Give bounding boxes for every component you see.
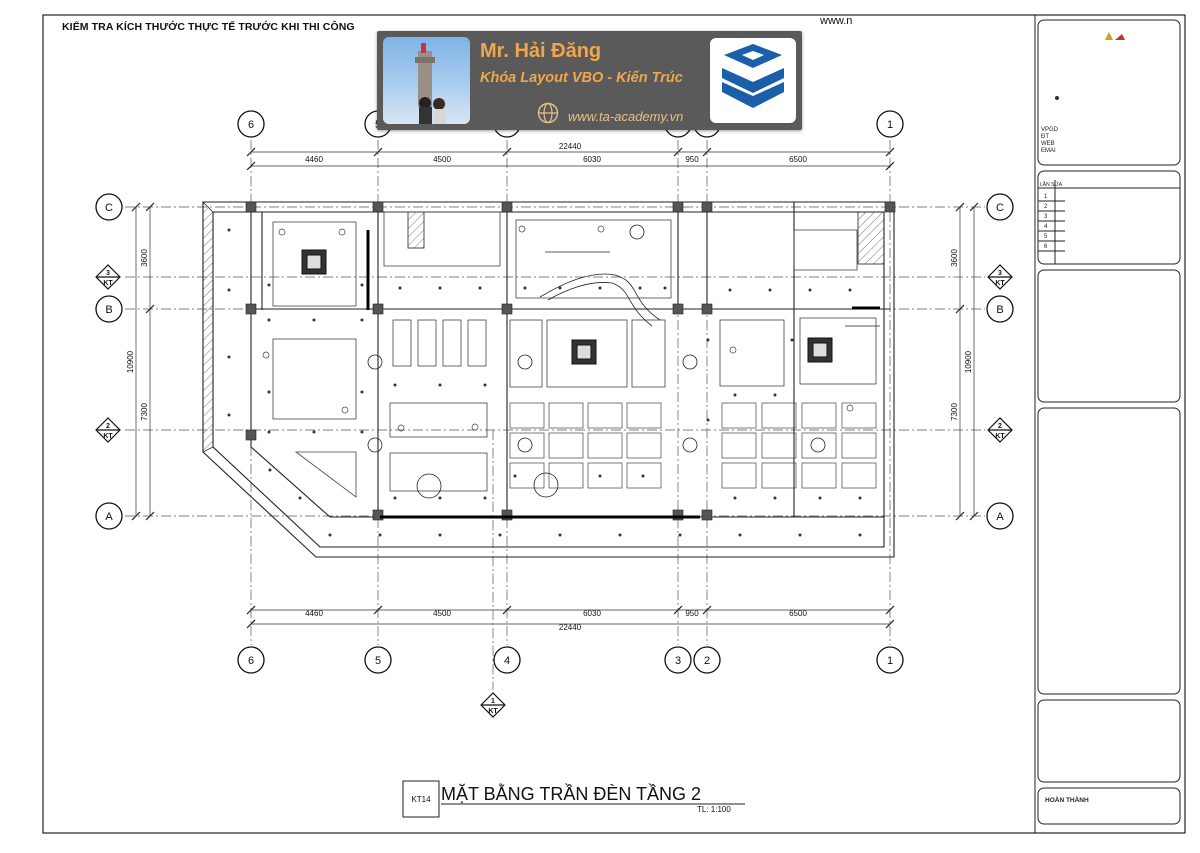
grid-row-b-right: B bbox=[996, 304, 1003, 316]
dim-top-4: 950 bbox=[685, 155, 699, 164]
revision-row-1: 1 bbox=[1044, 194, 1048, 200]
dim-top-2: 4500 bbox=[433, 155, 451, 164]
dim-top-total: 22440 bbox=[559, 142, 582, 151]
section-3-left-num: 3 bbox=[106, 270, 110, 277]
dim-bottom-3: 6030 bbox=[583, 609, 601, 618]
revision-header: LẦN SỬA bbox=[1040, 181, 1063, 188]
drawing-scale: TL: 1:100 bbox=[697, 805, 731, 814]
grid-row-c-right: C bbox=[996, 202, 1004, 214]
contact-label-vpgd: VPGD bbox=[1041, 127, 1059, 133]
dim-top-5: 6500 bbox=[789, 155, 807, 164]
grid-row-a-left: A bbox=[105, 511, 113, 523]
dim-left-1: 3600 bbox=[140, 249, 149, 267]
academy-logo bbox=[710, 38, 796, 123]
dim-bottom-2: 4500 bbox=[433, 609, 451, 618]
section-2-right-sheet: KT bbox=[995, 433, 1005, 440]
drawing-title: MẶT BẰNG TRẦN ĐÈN TẦNG 2 bbox=[441, 783, 701, 804]
sheet-code: KT14 bbox=[411, 795, 431, 804]
grid-col-3-bottom: 3 bbox=[675, 655, 681, 667]
grid-col-5-bottom: 5 bbox=[375, 655, 381, 667]
section-1-num: 1 bbox=[491, 698, 495, 705]
banner-course-title: Khóa Layout VBO - Kiến Trúc bbox=[480, 70, 683, 86]
revision-row-4: 4 bbox=[1044, 224, 1048, 230]
revision-row-6: 6 bbox=[1044, 244, 1048, 250]
section-1-sheet: KT bbox=[488, 708, 498, 715]
section-2-left-num: 2 bbox=[106, 423, 110, 430]
course-banner: Mr. Hải Đăng Khóa Layout VBO - Kiến Trúc… bbox=[377, 31, 802, 130]
contact-label-web: WEB bbox=[1041, 141, 1055, 147]
grid-col-6-bottom: 6 bbox=[248, 655, 254, 667]
dim-right-1: 3600 bbox=[950, 249, 959, 267]
revision-row-2: 2 bbox=[1044, 204, 1048, 210]
dim-right-total: 10900 bbox=[964, 350, 973, 373]
presenter-photo bbox=[383, 37, 470, 124]
dim-bottom-1: 4460 bbox=[305, 609, 323, 618]
contact-label-email: EMAI bbox=[1041, 148, 1056, 154]
dim-bottom-5: 6500 bbox=[789, 609, 807, 618]
section-3-right-num: 3 bbox=[998, 270, 1002, 277]
grid-row-a-right: A bbox=[996, 511, 1004, 523]
completion-label: HOÀN THÀNH bbox=[1045, 795, 1089, 804]
grid-col-1-bottom: 1 bbox=[887, 655, 893, 667]
construction-note: KIỂM TRA KÍCH THƯỚC THỰC TẾ TRƯỚC KHI TH… bbox=[62, 21, 355, 33]
dim-left-2: 7300 bbox=[140, 403, 149, 421]
banner-website[interactable]: www.ta-academy.vn bbox=[568, 109, 683, 124]
dim-top-3: 6030 bbox=[583, 155, 601, 164]
section-2-right-num: 2 bbox=[998, 423, 1002, 430]
title-block: VPGD ĐT WEB EMAI LẦN SỬA 1 2 3 4 5 6 HOÀ… bbox=[1035, 18, 1183, 831]
section-3-right-sheet: KT bbox=[995, 280, 1005, 287]
grid-col-2-bottom: 2 bbox=[704, 655, 710, 667]
dim-left-total: 10900 bbox=[126, 350, 135, 373]
grid-col-6-top: 6 bbox=[248, 119, 254, 131]
dim-bottom-total: 22440 bbox=[559, 623, 582, 632]
banner-presenter-name: Mr. Hải Đăng bbox=[480, 40, 601, 63]
revision-row-3: 3 bbox=[1044, 214, 1048, 220]
grid-row-b-left: B bbox=[105, 304, 112, 316]
section-2-left-sheet: KT bbox=[103, 433, 113, 440]
globe-icon bbox=[537, 102, 559, 124]
section-3-left-sheet: KT bbox=[103, 280, 113, 287]
dim-right-2: 7300 bbox=[950, 403, 959, 421]
contact-label-dt: ĐT bbox=[1041, 134, 1049, 140]
url-fragment: www.n bbox=[820, 15, 852, 27]
dim-top-1: 4460 bbox=[305, 155, 323, 164]
grid-col-4-bottom: 4 bbox=[504, 655, 510, 667]
dim-bottom-4: 950 bbox=[685, 609, 699, 618]
revision-row-5: 5 bbox=[1044, 234, 1048, 240]
grid-col-1-top: 1 bbox=[887, 119, 893, 131]
grid-row-c-left: C bbox=[105, 202, 113, 214]
